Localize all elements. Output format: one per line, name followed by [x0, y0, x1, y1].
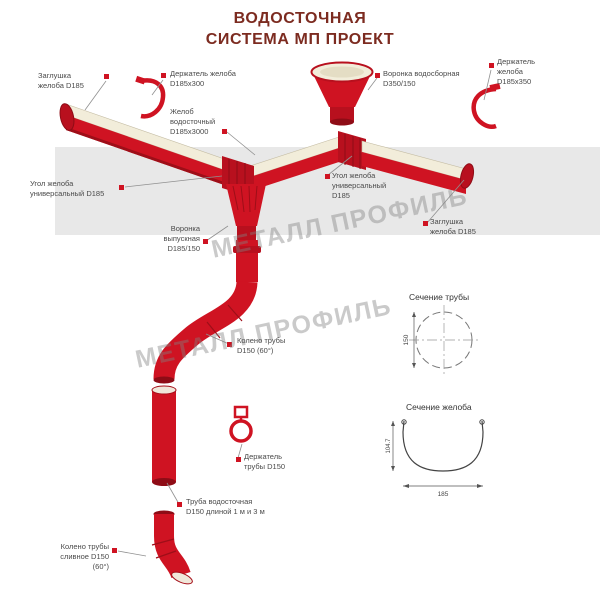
gutter-left-run: [59, 103, 231, 187]
gutter-width-dimension: 185: [438, 491, 449, 498]
label-outlet-funnel: Воронка выпускная D185/150: [163, 224, 200, 253]
collector-funnel: [310, 61, 374, 126]
label-gutter-endcap-right: Заглушка желоба D185: [430, 217, 476, 236]
gutter-endcap-right: [459, 163, 475, 189]
gutter-endcap-left: [59, 103, 75, 131]
label-gutter: Желоб водосточный D185х3000: [170, 107, 216, 136]
gutter-section-diagram: 104.7 185: [386, 419, 485, 498]
label-markers: [104, 63, 494, 553]
gutter-hook-right: [471, 83, 501, 129]
gutter-hook-left: [135, 75, 166, 119]
gutter-right-run: [361, 140, 475, 194]
label-collector-funnel: Воронка водосборная D350/150: [383, 69, 460, 88]
label-gutter-endcap-left: Заглушка желоба D185: [38, 71, 84, 90]
pipe-section-title: Сечение трубы: [409, 292, 470, 302]
downpipe-elbow-upper: [153, 240, 261, 384]
label-gutter-corner-left: Угол желоба универсальный D185: [30, 179, 105, 198]
outlet-elbow: [151, 510, 193, 585]
pipe-diameter-dimension: 150: [403, 334, 410, 345]
label-gutter-hook-300: Держатель желоба D185х300: [170, 69, 236, 88]
gutter-height-dimension: 104.7: [386, 438, 392, 454]
label-pipe-holder: Держатель трубы D150: [244, 452, 286, 471]
label-downpipe: Труба водосточная D150 длиной 1 м и 3 м: [186, 497, 265, 516]
pipe-holder: [229, 405, 253, 443]
gutter-corner-right: [338, 131, 366, 170]
downpipe-straight: [151, 385, 177, 486]
label-gutter-corner-right: Угол желоба универсальный D185: [332, 171, 387, 200]
gutter-section-title: Сечение желоба: [406, 402, 472, 412]
outlet-funnel: [226, 184, 266, 240]
pipe-section-diagram: 150: [403, 305, 479, 375]
label-gutter-hook-350: Держатель желоба D185х350: [497, 57, 536, 86]
label-pipe-elbow: Колено трубы D150 (60°): [237, 336, 286, 355]
leader-lines: [84, 69, 492, 557]
label-outlet-elbow: Колено трубы сливное D150 (60°): [60, 542, 109, 571]
page-title: ВОДОСТОЧНАЯ СИСТЕМА МП ПРОЕКТ: [205, 10, 395, 48]
